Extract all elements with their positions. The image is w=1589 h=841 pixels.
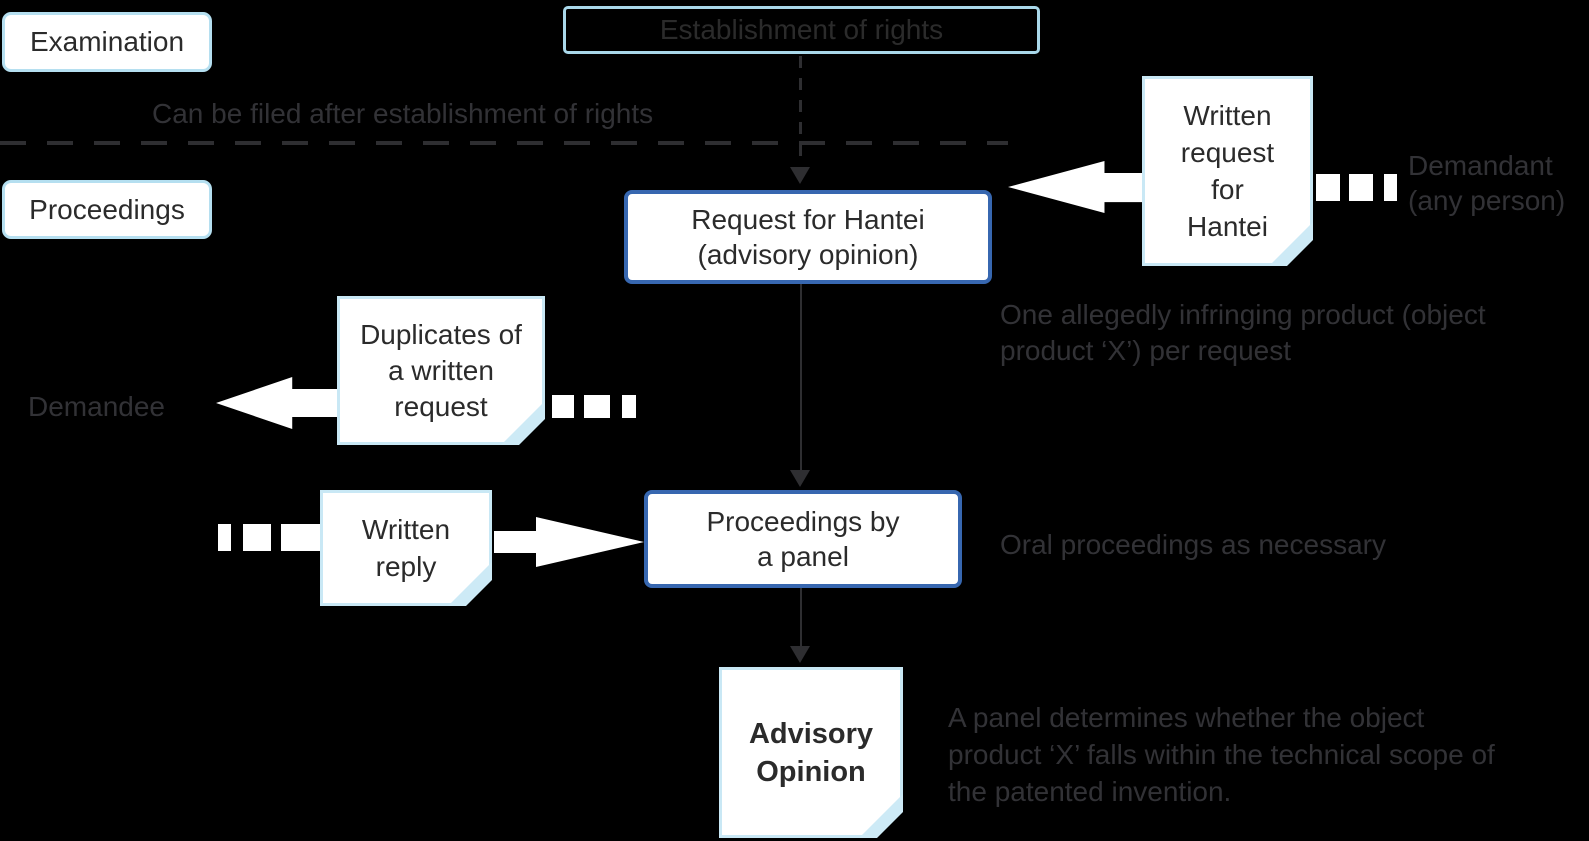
dash-segment (243, 524, 271, 551)
dash-segment (281, 524, 321, 551)
arrowhead-down-icon (790, 470, 810, 487)
note-line: A panel determines whether the object (948, 702, 1425, 733)
note-line: product ‘X’) per request (1000, 335, 1292, 366)
doc-text-line: Duplicates of (360, 318, 522, 350)
advisory-opinion-document: Advisory Opinion (719, 667, 903, 838)
panel-determines-note: A panel determines whether the object pr… (948, 699, 1495, 810)
request-for-hantei-box: Request for Hantei (advisory opinion) (624, 190, 992, 284)
written-request-document: Written request for Hantei (1142, 76, 1313, 266)
arrow-left-duplicates-icon (216, 377, 337, 429)
dash-segment (584, 395, 610, 418)
note-line: the patented invention. (948, 776, 1232, 807)
examination-lane-box: Examination (2, 12, 212, 72)
dash-segment (552, 395, 574, 418)
doc-text-line: Opinion (756, 755, 866, 788)
dash-segment (622, 395, 636, 418)
proceedings-by-panel-box: Proceedings by a panel (644, 490, 962, 588)
arrowhead-down-icon (790, 646, 810, 663)
doc-text-line: for (1211, 174, 1244, 205)
arrowhead-down-icon (790, 167, 810, 184)
duplicates-document: Duplicates of a written request (337, 296, 545, 445)
establishment-of-rights-box: Establishment of rights (563, 6, 1040, 54)
lane-divider-dashed-line (0, 141, 1008, 145)
doc-text-line: Hantei (1187, 211, 1268, 242)
demandant-label: Demandant (any person) (1408, 148, 1565, 218)
dash-segment (1349, 174, 1373, 201)
demandee-label: Demandee (28, 391, 165, 422)
doc-text-line: request (1180, 137, 1275, 168)
note-line: product ‘X’ falls within the technical s… (948, 739, 1495, 770)
written-reply-document: Written reply (320, 490, 492, 606)
request-to-panel-line (800, 284, 802, 470)
panel-box-line: Proceedings by (706, 506, 900, 537)
proceedings-lane-label: Proceedings (29, 193, 185, 225)
doc-text-line: Advisory (748, 717, 874, 750)
doc-text-line: reply (375, 551, 437, 582)
panel-box-line: a panel (757, 541, 849, 572)
doc-text-line: a written (388, 354, 494, 386)
note-line: One allegedly infringing product (object (1000, 299, 1486, 330)
examination-lane-label: Examination (29, 26, 185, 57)
doc-text-line: Written (1183, 100, 1272, 131)
demandant-line: (any person) (1408, 185, 1566, 216)
doc-text-line: Written (361, 514, 451, 545)
request-box-line: (advisory opinion) (697, 239, 919, 270)
establishment-to-request-dashed-line (799, 56, 802, 166)
arrow-left-written-request-icon (1008, 161, 1142, 213)
doc-text-line: request (394, 390, 488, 422)
one-per-request-note: One allegedly infringing product (object… (1000, 297, 1486, 369)
establishment-of-rights-label: Establishment of rights (659, 14, 944, 45)
oral-proceedings-note: Oral proceedings as necessary (1000, 529, 1386, 560)
panel-to-advisory-line (800, 588, 802, 646)
demandant-line: Demandant (1408, 150, 1553, 181)
arrow-right-written-reply-icon (494, 517, 644, 567)
proceedings-lane-box: Proceedings (2, 180, 212, 239)
can-be-filed-note: Can be filed after establishment of righ… (152, 98, 654, 129)
dash-segment (218, 524, 231, 551)
request-box-line: Request for Hantei (691, 204, 925, 235)
dash-segment (1384, 174, 1397, 201)
dash-segment (1316, 174, 1340, 201)
